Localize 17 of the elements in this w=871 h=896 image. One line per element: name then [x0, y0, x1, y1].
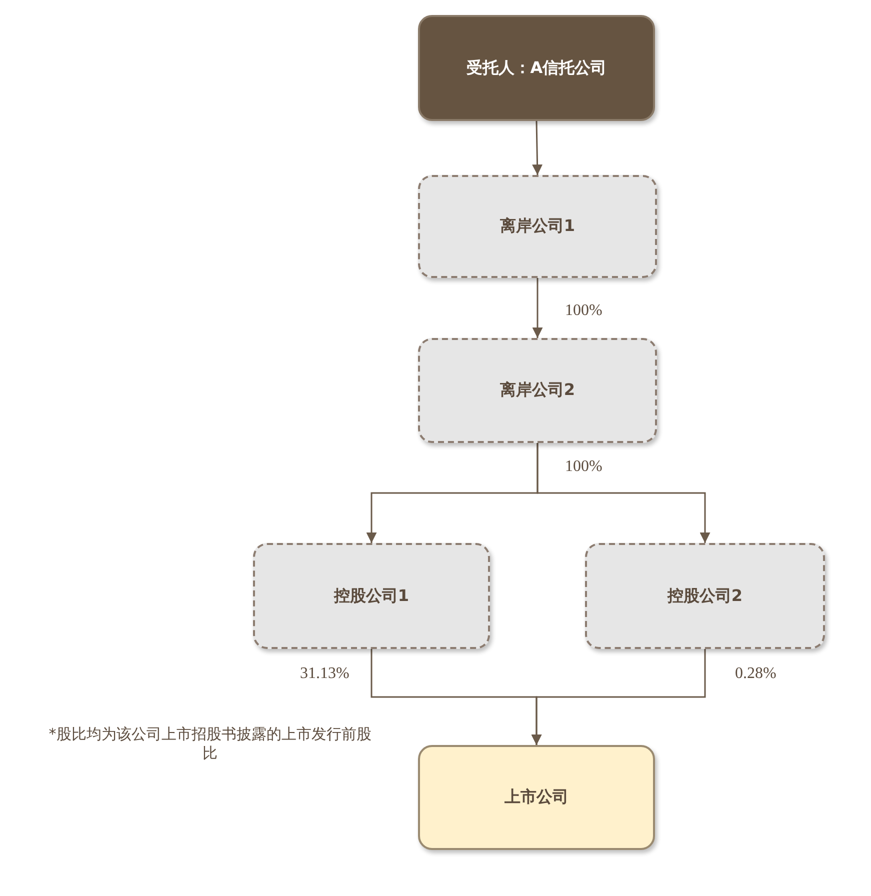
company-name: 控股公司1: [334, 586, 410, 606]
company-name: 离岸公司1: [500, 216, 576, 237]
arrow: [536, 443, 710, 543]
company-name: 受托人：A信托公司: [466, 58, 607, 78]
company-box: [585, 543, 825, 649]
arrow: [532, 120, 543, 176]
company-box: [253, 543, 490, 649]
company-box: [418, 15, 655, 121]
arrow: [532, 278, 543, 338]
arrow: [531, 649, 706, 745]
company-name: 控股公司2: [667, 586, 743, 606]
company-box: [418, 745, 655, 850]
company-name: 上市公司: [504, 787, 568, 808]
company-box: [418, 175, 657, 278]
company-name: 离岸公司2: [500, 380, 576, 401]
company-box: [418, 338, 657, 443]
footnote: *股比均为该公司上市招股书披露的上市发行前股比: [48, 725, 372, 763]
